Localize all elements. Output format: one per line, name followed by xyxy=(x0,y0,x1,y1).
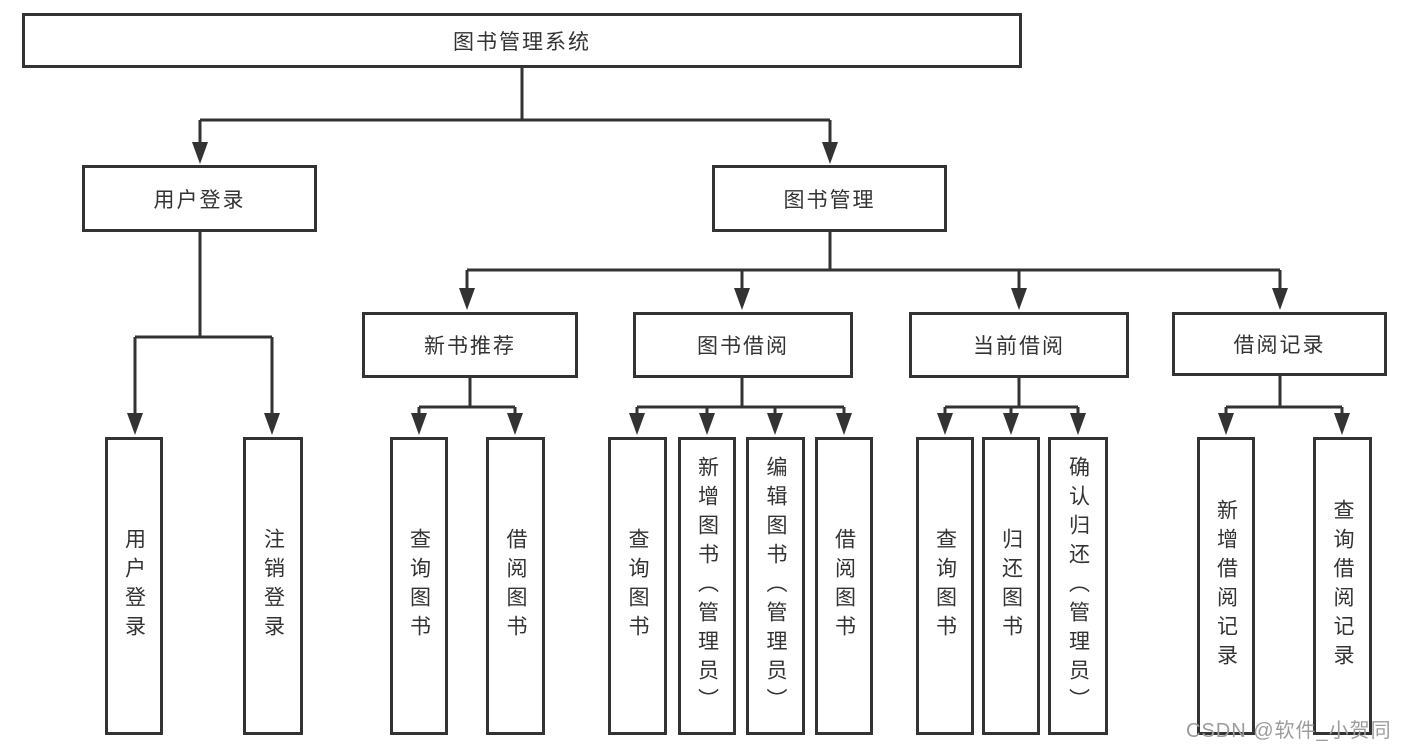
leaf-bb-add-books-admin: 新增图书（管理员） xyxy=(678,437,736,735)
leaf-logout-label: 注销登录 xyxy=(261,528,285,644)
leaf-br-query-record: 查询借阅记录 xyxy=(1313,437,1372,735)
node-new-book-recommend: 新书推荐 xyxy=(362,312,578,378)
leaf-bb-query-books-label: 查询图书 xyxy=(626,528,649,644)
leaf-cb-confirm-return-admin-label: 确认归还（管理员） xyxy=(1066,455,1090,717)
leaf-br-query-record-label: 查询借阅记录 xyxy=(1331,499,1354,673)
leaf-nb-borrow-books-label: 借阅图书 xyxy=(504,528,527,644)
arrowheads xyxy=(127,142,1350,435)
node-user-login: 用户登录 xyxy=(82,165,317,232)
leaf-bb-query-books: 查询图书 xyxy=(608,437,667,735)
node-library-system: 图书管理系统 xyxy=(22,13,1022,68)
leaf-cb-return-books-label: 归还图书 xyxy=(999,528,1023,644)
leaf-cb-return-books: 归还图书 xyxy=(982,437,1040,735)
node-book-management: 图书管理 xyxy=(712,165,947,232)
leaf-bb-edit-books-admin-label: 编辑图书（管理员） xyxy=(764,455,787,717)
leaf-nb-query-books-label: 查询图书 xyxy=(407,528,431,644)
leaf-cb-query-books: 查询图书 xyxy=(916,437,974,735)
node-book-borrowing: 图书借阅 xyxy=(633,312,853,378)
node-current-borrowing: 当前借阅 xyxy=(909,312,1129,378)
csdn-watermark: CSDN @软件_小贺同学 xyxy=(1186,720,1392,742)
leaf-cb-query-books-label: 查询图书 xyxy=(933,528,957,644)
leaf-nb-query-books: 查询图书 xyxy=(390,437,448,735)
leaf-nb-borrow-books: 借阅图书 xyxy=(486,437,545,735)
leaf-bb-borrow-books: 借阅图书 xyxy=(815,437,873,735)
leaf-bb-add-books-admin-label: 新增图书（管理员） xyxy=(695,455,719,717)
leaf-logout: 注销登录 xyxy=(243,437,303,735)
leaf-br-add-record-label: 新增借阅记录 xyxy=(1214,499,1238,673)
leaf-cb-confirm-return-admin: 确认归还（管理员） xyxy=(1048,437,1108,735)
leaf-bb-edit-books-admin: 编辑图书（管理员） xyxy=(746,437,805,735)
tree-edges xyxy=(133,68,1344,418)
leaf-user-login-label: 用户登录 xyxy=(122,528,146,644)
node-borrow-records: 借阅记录 xyxy=(1172,312,1387,376)
leaf-br-add-record: 新增借阅记录 xyxy=(1197,437,1255,735)
leaf-user-login: 用户登录 xyxy=(105,437,163,735)
leaf-bb-borrow-books-label: 借阅图书 xyxy=(832,528,856,644)
